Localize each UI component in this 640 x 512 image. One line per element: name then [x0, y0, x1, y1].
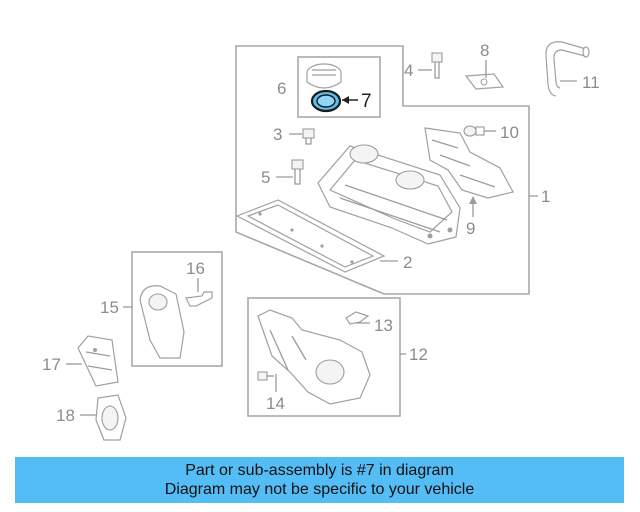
banner-line-1: Part or sub-assembly is #7 in diagram: [185, 462, 454, 479]
callout-12: 12: [409, 345, 428, 364]
group-frame-12: [247, 297, 401, 417]
stud-5[interactable]: [291, 159, 304, 185]
group-frame-6-7: [297, 56, 381, 118]
timing-cover-17[interactable]: [77, 335, 119, 387]
bolt-3[interactable]: [302, 128, 315, 145]
bracket-16[interactable]: [185, 291, 213, 307]
bolt-14[interactable]: [257, 371, 274, 381]
parts-diagram: 1 2 3 4 5 6 7 8 9 10 11 12 13 14 15 16 1…: [42, 41, 600, 441]
info-banner: Part or sub-assembly is #7 in diagram Di…: [15, 457, 624, 503]
callout-15: 15: [100, 298, 119, 317]
callout-5: 5: [261, 168, 270, 187]
timing-cover-18[interactable]: [95, 394, 127, 441]
callout-3: 3: [273, 125, 282, 144]
cover-shield-9[interactable]: [424, 127, 514, 199]
bracket-13[interactable]: [345, 311, 370, 325]
callout-2: 2: [403, 253, 412, 272]
banner-line-2: Diagram may not be specific to your vehi…: [164, 481, 475, 498]
callout-16: 16: [186, 259, 205, 278]
front-cover-12[interactable]: [257, 309, 371, 405]
callout-4: 4: [404, 61, 413, 80]
callout-8: 8: [480, 41, 489, 60]
callout-9: 9: [466, 219, 475, 238]
callout-11: 11: [582, 73, 600, 92]
group-frame-1: [235, 45, 530, 295]
callout-17: 17: [42, 355, 61, 374]
callout-1: 1: [541, 187, 550, 206]
callout-6: 6: [277, 79, 286, 98]
callout-10: 10: [500, 123, 519, 142]
breather-hose-11[interactable]: [545, 41, 590, 97]
bolt-4[interactable]: [431, 52, 443, 79]
gasket-plate-8[interactable]: [464, 73, 505, 90]
callout-18: 18: [56, 406, 75, 425]
timing-cover-15[interactable]: [139, 285, 185, 359]
callout-7: 7: [361, 91, 372, 112]
gasket-2[interactable]: [235, 199, 386, 273]
fitting-10[interactable]: [463, 125, 485, 137]
callout-14: 14: [266, 394, 285, 413]
filler-cap-seal[interactable]: [310, 89, 342, 113]
callout-7-arrow: [342, 96, 358, 104]
oil-filler-cap[interactable]: [306, 63, 342, 89]
group-frame-15: [131, 251, 223, 367]
callout-13: 13: [374, 316, 393, 335]
valve-cover-1[interactable]: [317, 144, 461, 245]
